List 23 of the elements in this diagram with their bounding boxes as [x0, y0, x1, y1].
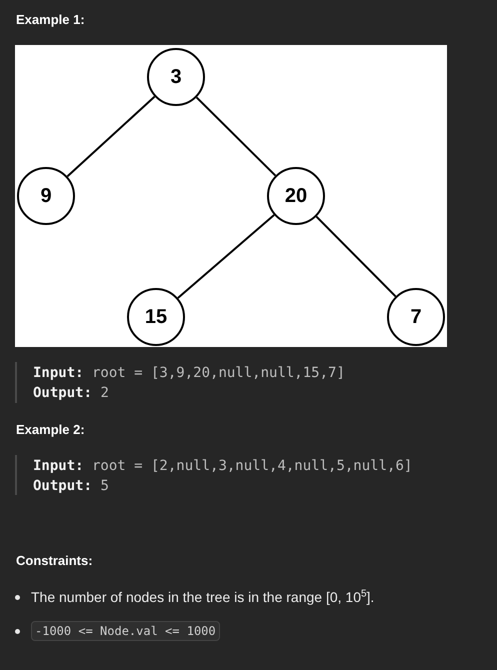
section-heading: Constraints:: [16, 553, 93, 569]
section-heading: Example 2:: [16, 422, 85, 438]
code-line: Output: 5: [33, 477, 109, 495]
tree-edge: [316, 216, 396, 298]
constraint-text: The number of nodes in the tree is in the range [0, 10$^{5}$].: [31, 588, 374, 606]
node-value: 3: [170, 67, 182, 87]
tree-node: [127, 288, 185, 346]
section-heading: Example 1:: [16, 12, 85, 28]
node-value: 20: [284, 186, 308, 206]
tree-edge: [196, 96, 276, 176]
code-line: Output: 2: [33, 384, 109, 402]
tree-node: [17, 167, 75, 225]
tree-node: [267, 167, 325, 225]
node-value: 15: [144, 307, 168, 327]
code-line: Input: root = [3,9,20,null,null,15,7]: [33, 364, 345, 382]
tree-edge: [66, 96, 156, 178]
tree-node: [147, 48, 205, 106]
tree-edge: [177, 214, 275, 299]
tree-node: [387, 288, 445, 346]
code-line: Input: root = [2,null,3,null,4,null,5,null,6]: [33, 457, 412, 475]
node-value: 7: [410, 307, 422, 327]
node-value: 9: [40, 186, 52, 206]
code-snippet: -1000 <= Node.val <= 1000: [31, 621, 220, 641]
